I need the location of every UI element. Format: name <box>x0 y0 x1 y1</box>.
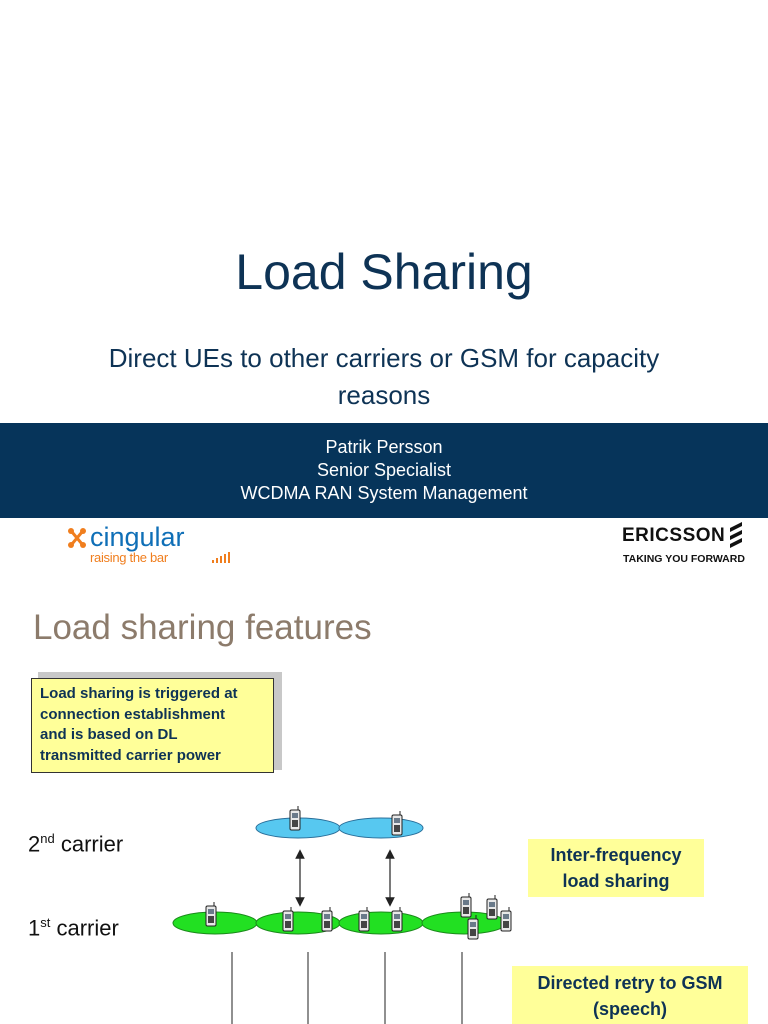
cingular-jack-icon <box>68 528 86 548</box>
cell-carrier2-b <box>338 817 424 839</box>
callout-line: (speech) <box>592 999 668 1019</box>
carrier-1-number: 1 <box>28 915 41 941</box>
subtitle-line-2: reasons <box>337 380 431 410</box>
callout-line: Inter-frequency <box>550 845 682 865</box>
carrier-1-text: carrier <box>50 915 119 941</box>
slide-title: Load Sharing <box>235 244 533 300</box>
subtitle-line-1: Direct UEs to other carriers or GSM for … <box>108 343 660 373</box>
ue-phone-icon <box>467 914 479 940</box>
carrier-1-ordinal: st <box>40 915 51 930</box>
ue-phone-icon <box>205 901 217 927</box>
carrier-2-label: 2nd carrier <box>28 826 123 857</box>
ue-phone-icon <box>486 894 498 920</box>
callout-line: Directed retry to GSM <box>537 973 723 993</box>
ue-phone-icon <box>500 906 512 932</box>
ue-phone-icon <box>289 805 301 831</box>
carrier-2-number: 2 <box>28 831 41 857</box>
ue-phone-icon <box>282 906 294 932</box>
slide-subtitle: Direct UEs to other carriers or GSM for … <box>40 340 728 414</box>
note-line: Load sharing is triggered at <box>40 685 238 702</box>
inter-frequency-callout: Inter-frequency load sharing <box>528 839 704 897</box>
cingular-tagline: raising the bar <box>90 550 168 565</box>
carrier-2-text: carrier <box>54 831 124 857</box>
ericsson-tagline: TAKING YOU FORWARD <box>623 553 745 565</box>
trigger-note: Load sharing is triggered at connection … <box>31 678 274 773</box>
ericsson-name: ERICSSON <box>622 525 726 546</box>
ue-phone-icon <box>321 906 333 932</box>
presenter-band: Patrik Persson Senior Specialist WCDMA R… <box>0 423 768 518</box>
note-line: transmitted carrier power <box>40 746 221 764</box>
carrier-1-label: 1st carrier <box>28 910 119 941</box>
section-title: Load sharing features <box>33 608 372 647</box>
callout-line: load sharing <box>562 871 670 891</box>
signal-bars-icon <box>212 552 230 563</box>
cingular-name: cingular <box>90 522 185 552</box>
presenter-role: Senior Specialist <box>316 460 452 480</box>
ue-phone-icon <box>391 810 403 836</box>
ericsson-mark-icon <box>730 522 742 548</box>
directed-retry-callout: Directed retry to GSM (speech) <box>512 966 748 1024</box>
ue-phone-icon <box>358 906 370 932</box>
ericsson-logo: ERICSSON TAKING YOU FORWARD <box>622 522 752 570</box>
carrier-2-ordinal: nd <box>40 831 55 846</box>
cingular-logo: cingular raising the bar <box>66 522 256 570</box>
presenter-name: Patrik Persson <box>325 437 443 457</box>
note-line: and is based on DL <box>40 726 178 743</box>
ue-phone-icon <box>391 906 403 932</box>
note-line: connection establishment <box>40 705 226 723</box>
cell-carrier1-c <box>338 911 424 935</box>
presenter-department: WCDMA RAN System Management <box>240 483 528 503</box>
ue-phone-icon <box>460 892 472 918</box>
